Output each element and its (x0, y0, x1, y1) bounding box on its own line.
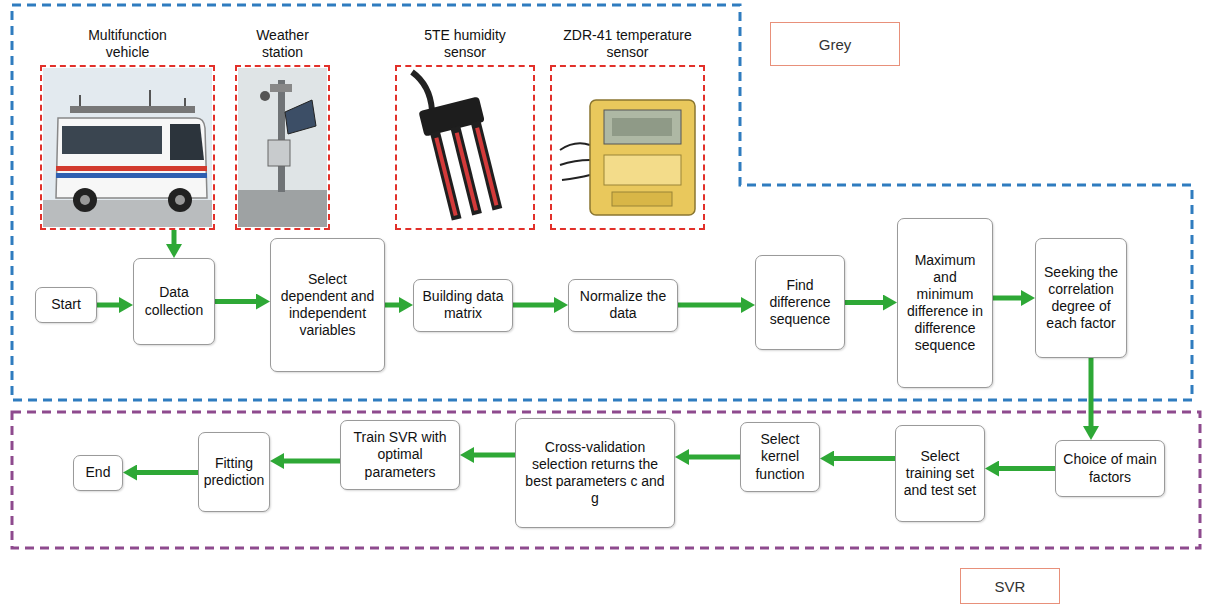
process-box: Cross-validation selection returns the b… (515, 418, 675, 528)
flow-arrow (97, 303, 119, 308)
hub (175, 195, 185, 205)
process-box: Train SVR with optimal parameters (340, 420, 460, 490)
flow-arrow (172, 230, 177, 244)
probe (471, 121, 502, 211)
process-box: Choice of main factors (1055, 440, 1165, 497)
device-heading: Multifunction vehicle (73, 27, 183, 61)
sensor-head (260, 91, 270, 101)
node-text: Seeking the correlation degree of each f… (1036, 260, 1126, 336)
flow-arrow (137, 470, 198, 475)
logger-box (268, 140, 290, 166)
sensor-arm (270, 84, 292, 92)
process-box: Fitting prediction (198, 432, 270, 512)
bus-stripe (56, 166, 207, 171)
solar-panel (285, 100, 316, 134)
device-frame: 5TE humidity sensor (395, 65, 535, 230)
node-text: Select training set and test set (896, 444, 984, 503)
lcd-digits (612, 118, 672, 136)
node-text: End (81, 460, 116, 485)
flow-arrow (999, 466, 1055, 471)
probe-wire (560, 143, 590, 150)
bus-body (56, 118, 207, 198)
flow-arrow (834, 456, 895, 461)
node-text: Choice of main factors (1056, 447, 1164, 489)
terminal-box: Start (35, 287, 97, 323)
svr-region-outline (12, 412, 1200, 548)
node-text: Select dependent and independent variabl… (271, 267, 384, 343)
humidity-sensor-picture (412, 72, 506, 222)
flow-arrow (993, 296, 1021, 301)
flow-arrow (284, 459, 340, 464)
node-text: Maximum and minimum difference in differ… (898, 248, 992, 358)
weather-station-picture (238, 68, 327, 227)
flow-arrow (474, 453, 515, 458)
grey-region-outline (12, 5, 1192, 400)
button-row (612, 192, 672, 206)
bus-windows (62, 126, 162, 154)
process-box: Select kernel function (740, 422, 820, 492)
terminal-box: End (73, 455, 123, 491)
temperature-logger-picture (560, 100, 695, 215)
node-text: Train SVR with optimal parameters (341, 425, 459, 484)
device-frame: ZDR-41 temperature sensor (550, 65, 705, 230)
node-text: Building data matrix (414, 284, 512, 326)
region-tag: SVR (960, 568, 1060, 604)
node-text: Fitting prediction (199, 451, 270, 493)
process-box: Maximum and minimum difference in differ… (897, 218, 993, 388)
region-tag: Grey (770, 22, 900, 66)
process-box: Find difference sequence (755, 255, 845, 350)
flow-arrow (513, 303, 554, 308)
process-box: Data collection (133, 258, 215, 345)
process-box: Seeking the correlation degree of each f… (1035, 238, 1127, 358)
bus-stripe (56, 173, 207, 178)
node-text: Normalize the data (569, 284, 677, 326)
flow-arrow (678, 303, 741, 308)
device-frame: Multifunction vehicle (40, 65, 215, 230)
process-box: Select training set and test set (895, 425, 985, 522)
label-plate (604, 155, 681, 185)
probe-wire (562, 175, 590, 180)
bus-windshield (170, 124, 204, 160)
base-block (238, 190, 327, 227)
node-text: Data collection (134, 280, 214, 322)
process-box: Select dependent and independent variabl… (270, 238, 385, 372)
flow-arrow (215, 299, 256, 304)
probe-wire (560, 160, 590, 165)
flow-arrow (385, 303, 399, 308)
node-text: Find difference sequence (756, 273, 844, 332)
wheel (168, 188, 192, 212)
mast (278, 80, 285, 192)
probe-stripe (455, 132, 478, 211)
wheel (73, 188, 97, 212)
node-text: Grey (819, 36, 852, 53)
device-heading: Weather station (243, 27, 323, 61)
process-box: Normalize the data (568, 279, 678, 332)
photo-ground (43, 68, 212, 227)
process-box: Building data matrix (413, 279, 513, 332)
vehicle-picture (43, 68, 212, 227)
node-text: Start (46, 292, 86, 317)
hub (80, 195, 90, 205)
probe-stripe (475, 127, 498, 206)
node-text: SVR (995, 578, 1026, 595)
node-text: Cross-validation selection returns the b… (516, 435, 674, 511)
device-heading: 5TE humidity sensor (409, 27, 521, 61)
flow-arrow (845, 300, 883, 305)
device-frame: Weather station (235, 65, 330, 230)
roof-rack (70, 106, 195, 113)
photo-ground (238, 68, 327, 227)
device-heading: ZDR-41 temperature sensor (560, 27, 695, 61)
node-text: Select kernel function (741, 427, 819, 486)
sensor-cable (412, 72, 432, 110)
lcd-screen (604, 110, 681, 144)
probe-stripe (434, 137, 457, 216)
flow-arrow (1089, 358, 1094, 426)
logger-case (590, 100, 695, 215)
flow-arrow (689, 455, 740, 460)
